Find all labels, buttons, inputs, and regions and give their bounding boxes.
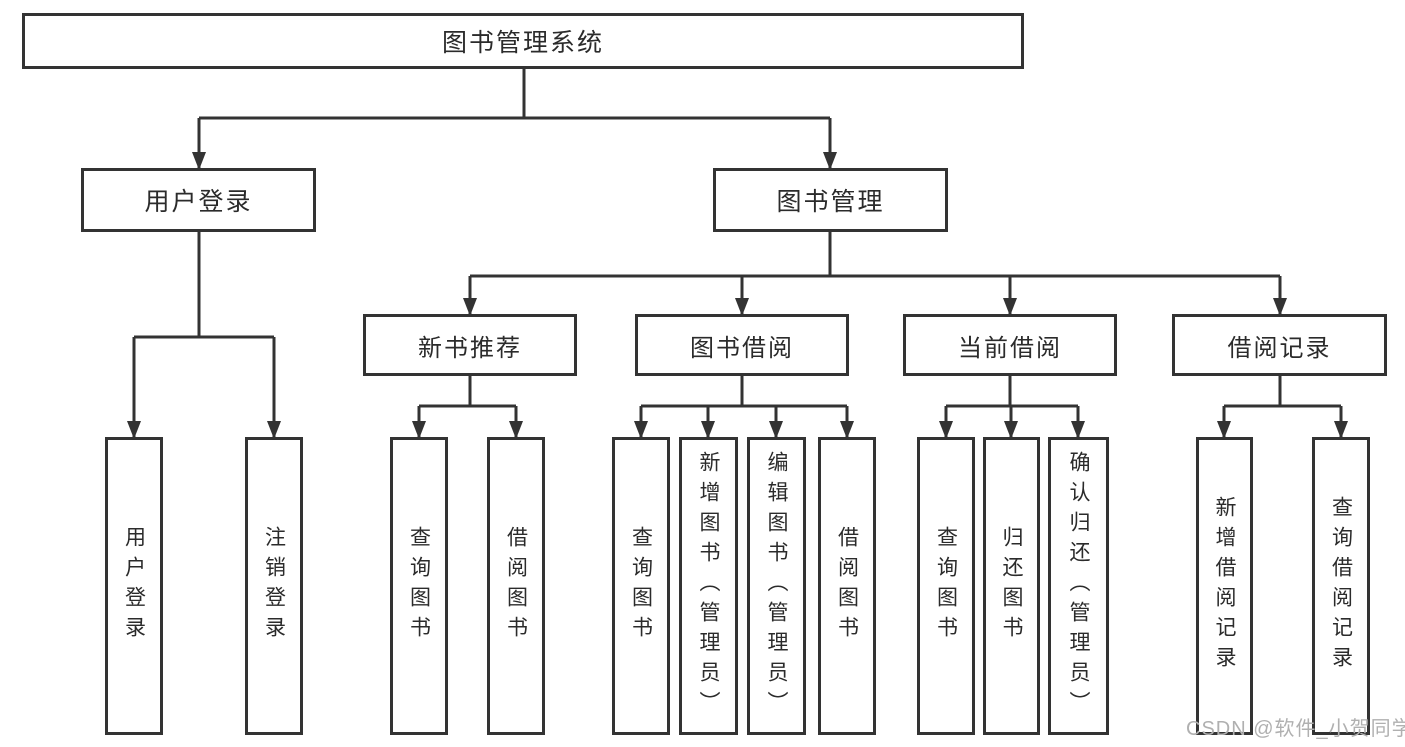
node-label: 新增借阅记录: [1213, 496, 1236, 676]
node-label: 借阅图书: [504, 526, 528, 646]
node-label: 确认归还（管理员）: [1067, 451, 1090, 721]
node-label: 用户登录: [122, 526, 146, 646]
node-label: 图书管理: [776, 188, 885, 216]
node-label: 查询图书: [934, 526, 958, 646]
node-label: 归还图书: [1000, 526, 1023, 646]
leaf-query-books: 查询图书: [612, 437, 670, 735]
node-label: 编辑图书（管理员）: [765, 451, 788, 721]
leaf-borrow-books: 借阅图书: [818, 437, 876, 735]
node-label: 图书借阅: [690, 334, 794, 362]
leaf-query-borrow-record: 查询借阅记录: [1312, 437, 1370, 735]
node-label: 注销登录: [262, 526, 286, 646]
node-current-borrow: 当前借阅: [903, 314, 1117, 376]
node-new-book-recommend: 新书推荐: [363, 314, 577, 376]
leaf-confirm-return-admin: 确认归还（管理员）: [1048, 437, 1109, 735]
leaf-add-book-admin: 新增图书（管理员）: [679, 437, 738, 735]
node-book-borrow: 图书借阅: [635, 314, 849, 376]
leaf-return-book: 归还图书: [983, 437, 1040, 735]
leaf-user-login: 用户登录: [105, 437, 163, 735]
watermark: CSDN @软件_小贺同学: [1186, 718, 1405, 740]
node-label: 查询图书: [407, 526, 431, 646]
node-label: 图书管理系统: [441, 29, 604, 57]
node-library-system: 图书管理系统: [22, 13, 1024, 69]
leaf-query-books: 查询图书: [390, 437, 448, 735]
leaf-add-borrow-record: 新增借阅记录: [1196, 437, 1253, 735]
node-label: 新书推荐: [418, 334, 522, 362]
leaf-query-books: 查询图书: [917, 437, 975, 735]
leaf-edit-book-admin: 编辑图书（管理员）: [747, 437, 806, 735]
node-label: 查询图书: [629, 526, 653, 646]
node-borrow-records: 借阅记录: [1172, 314, 1387, 376]
node-label: 新增图书（管理员）: [697, 451, 720, 721]
node-label: 查询借阅记录: [1329, 496, 1353, 676]
leaf-logout: 注销登录: [245, 437, 303, 735]
node-label: 借阅图书: [835, 526, 859, 646]
node-book-management: 图书管理: [713, 168, 948, 232]
node-label: 当前借阅: [958, 334, 1062, 362]
node-label: 借阅记录: [1227, 334, 1332, 362]
node-user-login: 用户登录: [81, 168, 316, 232]
node-label: 用户登录: [144, 188, 253, 216]
leaf-borrow-books: 借阅图书: [487, 437, 545, 735]
